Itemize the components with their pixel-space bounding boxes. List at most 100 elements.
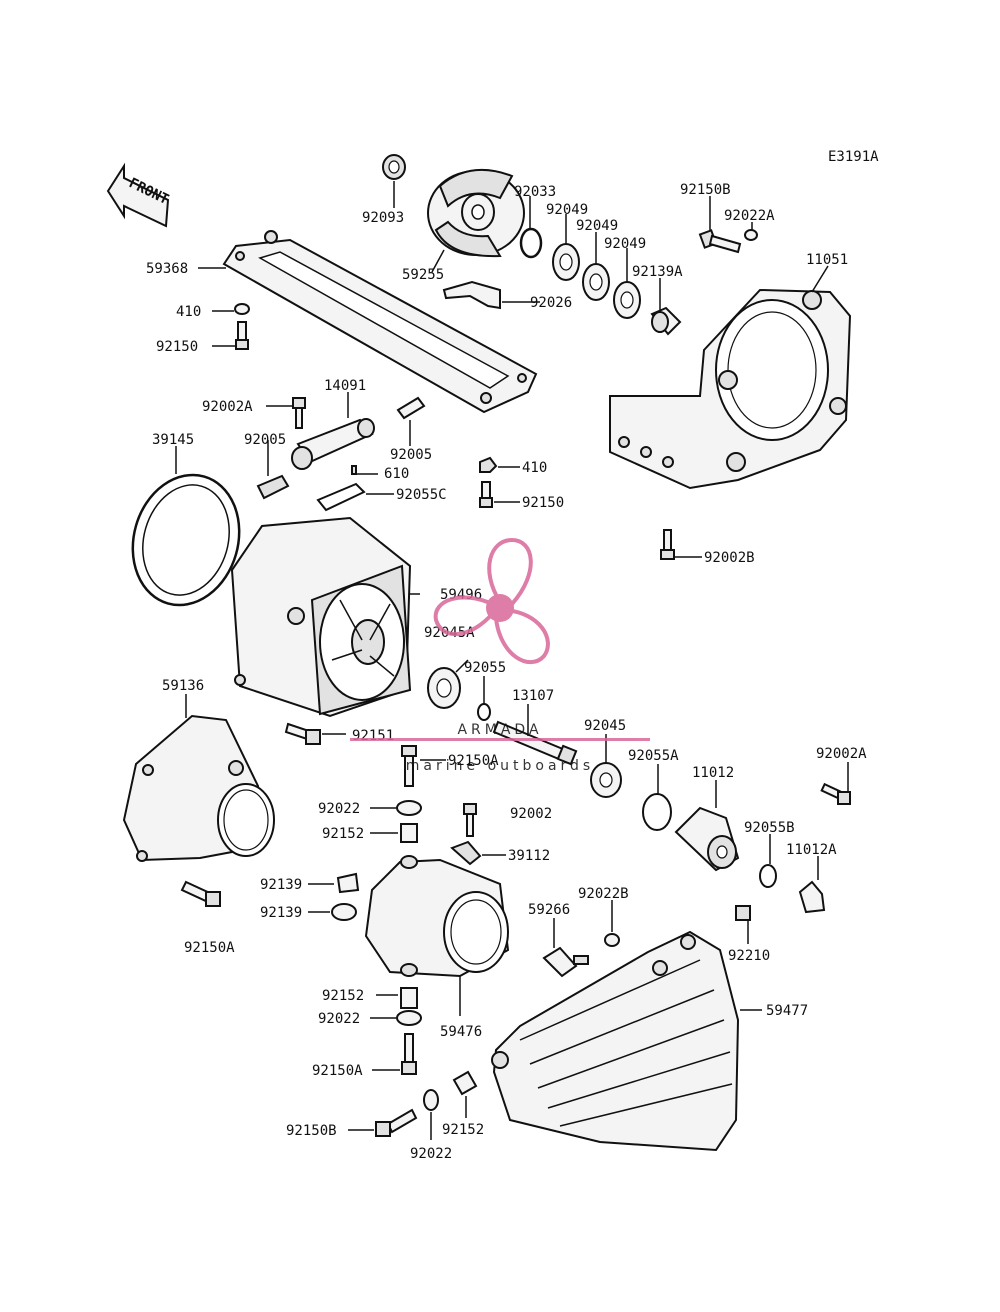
label-59136: 59136 (162, 678, 204, 694)
bolt-top-right-part (698, 229, 742, 254)
label-92150a-left: 92150A (184, 940, 235, 956)
impeller-part (427, 169, 525, 258)
plug-59266-part (542, 946, 589, 978)
label-92049-b: 92049 (576, 218, 618, 234)
label-92022-mid: 92022 (318, 1011, 360, 1027)
o-ring-92055-part (477, 703, 491, 721)
label-59477: 59477 (766, 1003, 808, 1019)
label-92150-top: 92150 (156, 339, 198, 355)
label-92150a-top: 92150A (448, 753, 499, 769)
pump-frame-part (222, 230, 538, 414)
bolt-92151-part (284, 722, 321, 745)
label-59255: 59255 (402, 267, 444, 283)
label-92150b-bottom: 92150B (286, 1123, 337, 1139)
label-11051: 11051 (806, 252, 848, 268)
label-410-top: 410 (176, 304, 201, 320)
pump-case-part (230, 516, 412, 718)
o-ring-92055b-part (759, 864, 777, 888)
bolt-92002a-top-part (292, 397, 306, 429)
label-92139-a: 92139 (260, 877, 302, 893)
label-92022-top: 92022 (318, 801, 360, 817)
label-92022-bottom: 92022 (410, 1146, 452, 1162)
lever-39112-part (450, 840, 482, 866)
steering-nozzle-59476-part (364, 855, 510, 978)
label-92002: 92002 (510, 806, 552, 822)
front-direction-arrow: FRONT (106, 162, 171, 228)
label-39112: 39112 (508, 848, 550, 864)
bolt-92150a-bottom-part (401, 1033, 417, 1075)
bolt-92150a-top-stack-part (401, 745, 417, 787)
label-92151: 92151 (352, 728, 394, 744)
label-92152-bottom: 92152 (442, 1122, 484, 1138)
part-labels: 92093 92033 92049 92049 92049 92150B 920… (146, 182, 867, 1162)
label-92093: 92093 (362, 210, 404, 226)
o-ring-92055a-part (642, 793, 672, 831)
plate-part (442, 280, 501, 310)
bushing-part (650, 306, 682, 336)
collar-92152-mid-part (400, 987, 418, 1009)
label-92150b-top: 92150B (680, 182, 731, 198)
collar-92152-bottom-part (452, 1070, 478, 1096)
propeller-logo-icon (433, 537, 550, 665)
label-92002b: 92002B (704, 550, 755, 566)
label-92033: 92033 (514, 184, 556, 200)
reverse-bucket-59477-part (491, 930, 740, 1152)
label-92210: 92210 (728, 948, 770, 964)
bushing-92210-part (735, 905, 751, 921)
nozzle-59136-part (122, 714, 275, 862)
pump-housing-part (609, 288, 852, 490)
label-92055b: 92055B (744, 820, 795, 836)
label-92055: 92055 (464, 660, 506, 676)
label-11012a: 11012A (786, 842, 837, 858)
pin-610-part (351, 465, 357, 475)
diagram-code: E3191A (828, 149, 879, 165)
label-92049-a: 92049 (546, 202, 588, 218)
watermark: ARMADA marine outboards (350, 537, 650, 774)
label-92026: 92026 (530, 295, 572, 311)
bearing-92045a-part (427, 667, 461, 709)
bolt-92150-mid-part (479, 481, 493, 508)
nut-410-mid-part (479, 456, 498, 473)
label-92150a-bottom: 92150A (312, 1063, 363, 1079)
washer-92022-top-part (396, 800, 422, 816)
cap-11012-part (674, 806, 740, 872)
label-39145: 39145 (152, 432, 194, 448)
label-59266: 59266 (528, 902, 570, 918)
washer-92022-bottom-part (423, 1089, 439, 1111)
label-92152-top: 92152 (322, 826, 364, 842)
washer-92022-mid-part (396, 1010, 422, 1026)
bolt-92150b-bottom-part (375, 1108, 418, 1137)
label-92152-mid: 92152 (322, 988, 364, 1004)
label-92005-left: 92005 (244, 432, 286, 448)
label-92150-mid: 92150 (522, 495, 564, 511)
label-92055c: 92055C (396, 487, 447, 503)
label-92139-b: 92139 (260, 905, 302, 921)
watermark-brand-name: ARMADA (457, 722, 542, 738)
bolt-92150a-left-part (180, 880, 221, 907)
bushings-92139-part (331, 872, 360, 921)
label-92002a-right: 92002A (816, 746, 867, 762)
bolt-92002-part (463, 803, 477, 837)
label-92049-c: 92049 (604, 236, 646, 252)
rubber-ring-part (131, 473, 241, 607)
washer-92022b-part (604, 933, 620, 947)
watermark-underline (350, 738, 650, 741)
bolt-92150-top-part (235, 321, 249, 350)
leader-lines (175, 181, 849, 1140)
cap-11012a-part (798, 880, 826, 914)
label-92022b: 92022B (578, 886, 629, 902)
fitting-92005-left-part (256, 474, 290, 500)
collar-92152-top-part (400, 823, 418, 843)
bearing-92045-part (590, 762, 622, 798)
label-92022a: 92022A (724, 208, 775, 224)
label-610: 610 (384, 466, 409, 482)
label-59368: 59368 (146, 261, 188, 277)
label-59476: 59476 (440, 1024, 482, 1040)
washer-410-top-part (234, 303, 250, 315)
label-92139a: 92139A (632, 264, 683, 280)
label-92045: 92045 (584, 718, 626, 734)
label-11012: 11012 (692, 765, 734, 781)
watermark-tagline: marine outboards (406, 758, 594, 774)
